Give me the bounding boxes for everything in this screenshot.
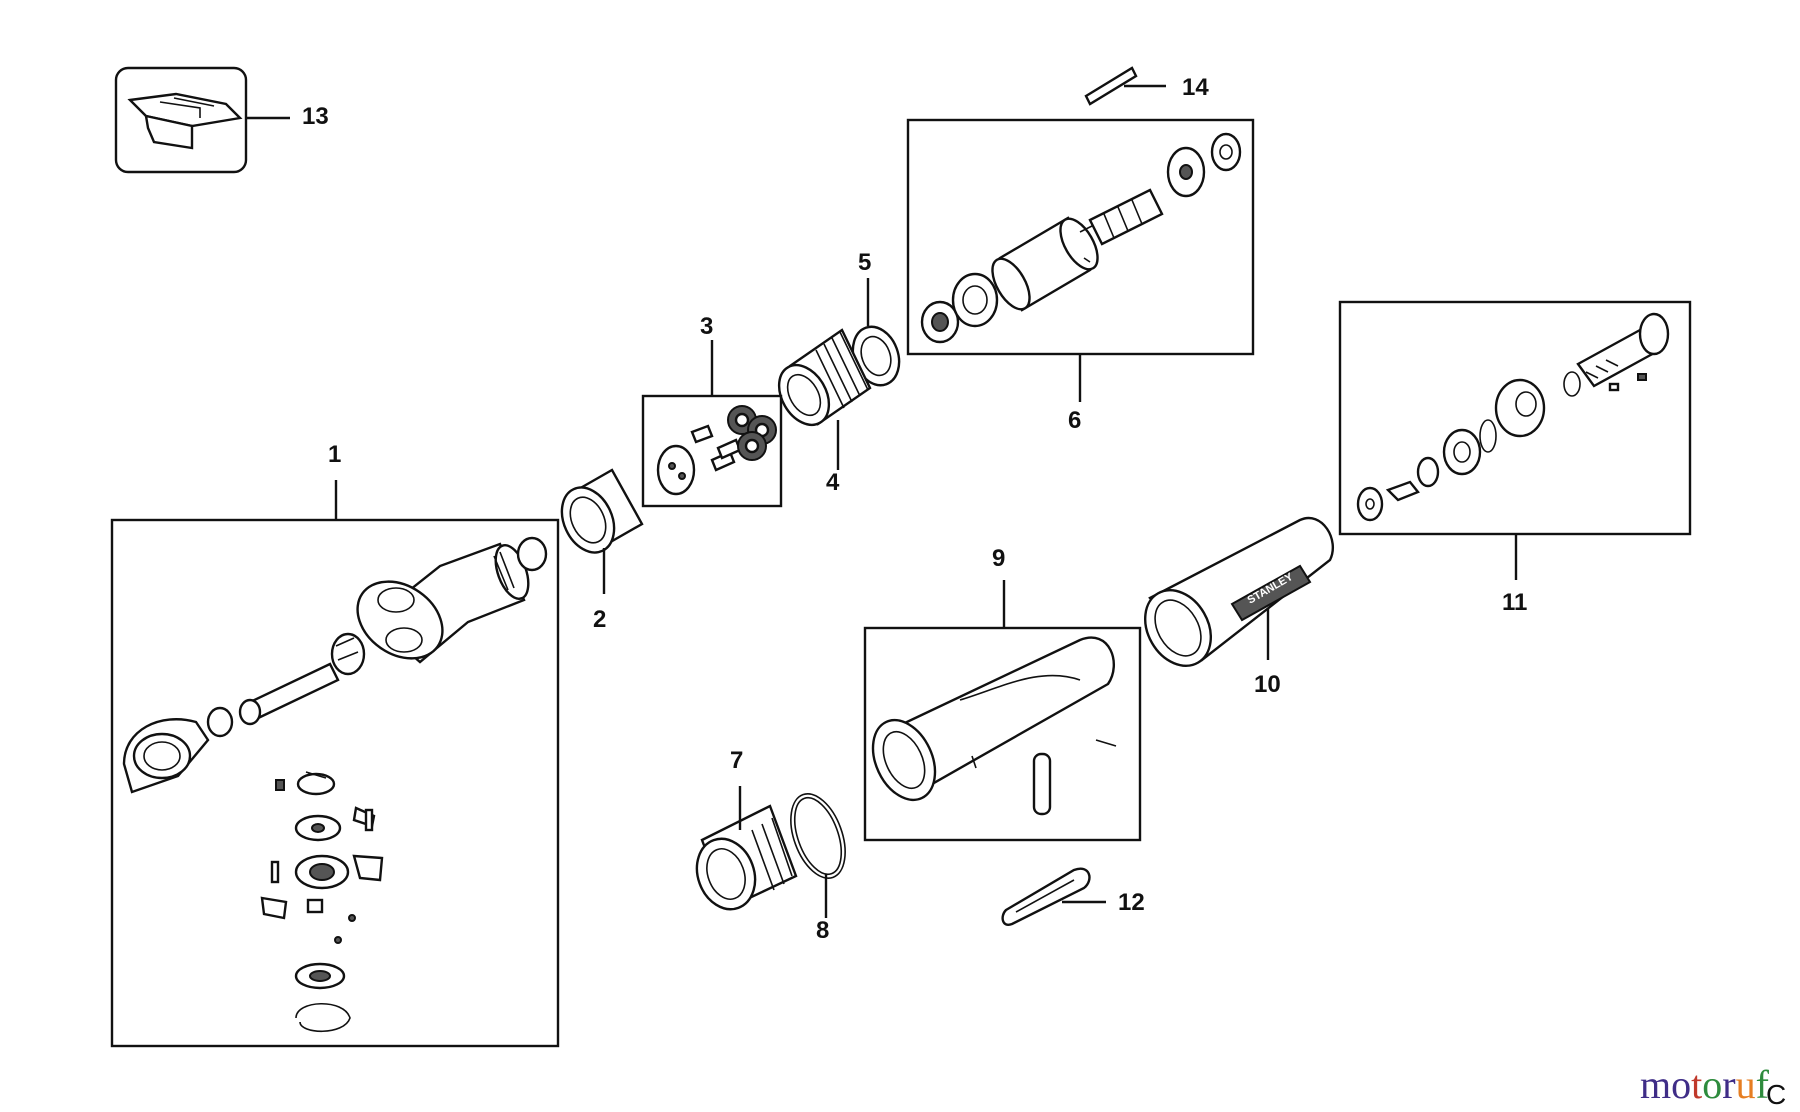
part-8-o-ring: [790, 793, 846, 918]
part-3-gear-carrier: [641, 340, 783, 508]
callout-7: 7: [730, 747, 743, 774]
callout-14: 14: [1182, 74, 1209, 101]
callout-8: 8: [816, 917, 829, 944]
part-9-housing: [863, 580, 1142, 842]
corner-mark: C: [1766, 1079, 1786, 1110]
callout-6: 6: [1068, 407, 1081, 434]
callout-5: 5: [858, 249, 871, 276]
part-5-washer: [851, 278, 901, 387]
part-13-clip: [114, 66, 290, 174]
part-11-valve-assembly: [1338, 300, 1692, 580]
part-10-grip-sleeve: STANLEY: [1144, 516, 1335, 667]
wm-letter-o1: o: [1671, 1062, 1691, 1107]
wm-letter-f: f: [1756, 1062, 1770, 1107]
part-14-blade: [1084, 66, 1166, 106]
callout-12: 12: [1118, 889, 1145, 916]
part-4-threaded-ring: [777, 328, 872, 470]
watermark-logo: motoruf C: [1640, 1062, 1786, 1110]
wm-letter-o2: o: [1702, 1062, 1722, 1107]
callout-1: 1: [328, 441, 341, 468]
wm-letter-m: m: [1640, 1062, 1671, 1107]
part-6-motor-assembly: [906, 118, 1255, 402]
wm-letter-u: u: [1736, 1062, 1756, 1107]
callout-9: 9: [992, 545, 1005, 572]
callout-13: 13: [302, 103, 329, 130]
part-2-nut: [560, 468, 644, 594]
callout-3: 3: [700, 313, 713, 340]
part-7-knob: [695, 786, 798, 911]
callout-10: 10: [1254, 671, 1281, 698]
wm-letter-r: r: [1722, 1062, 1735, 1107]
callout-4: 4: [826, 469, 840, 496]
callout-11: 11: [1502, 589, 1527, 616]
part-12-clip: [1001, 867, 1106, 926]
svg-text:motoruf: motoruf: [1640, 1062, 1770, 1107]
wm-letter-t: t: [1691, 1062, 1702, 1107]
callout-2: 2: [593, 606, 606, 633]
part-1-ratchet-head-assembly: [110, 480, 560, 1048]
